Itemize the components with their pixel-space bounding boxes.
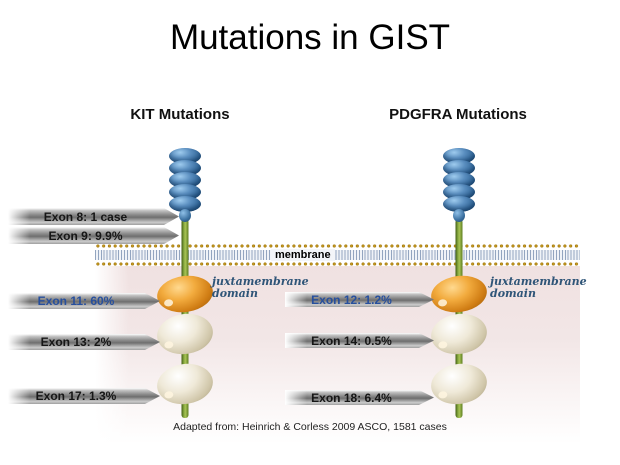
pdgfra-exon14-banner: Exon 14: 0.5% [285,333,434,348]
juxtamembrane-label-line1: juxtamembrane [490,275,587,288]
pdgfra-kinase-domain-1-blob [428,310,490,358]
kit-kinase-domain-2-blob [154,360,216,408]
pdgfra-exon18-banner: Exon 18: 6.4% [285,390,434,405]
kit-kinase-domain-1-blob [154,310,216,358]
juxtamembrane-label-line2: domain [490,287,536,300]
kit-exon9-banner: Exon 9: 9.9% [8,227,179,244]
lipid-head-row-bottom [95,260,580,268]
kit-exon8-banner: Exon 8: 1 case [8,208,179,225]
kit-juxtamembrane-domain-blob [154,272,216,316]
membrane-label: membrane [271,249,335,261]
kit-column-header: KIT Mutations [130,106,230,123]
kit-exon11-banner: Exon 11: 60% [8,293,160,309]
kit-stalk-connector-ball [179,209,191,222]
ig-domain-bead [169,196,201,212]
lipid-head-row-top [95,242,580,250]
ig-domain-bead [443,196,475,212]
kit-exon17-banner: Exon 17: 1.3% [8,388,160,404]
citation-text: Adapted from: Heinrich & Corless 2009 AS… [173,421,447,433]
membrane-bilayer: membrane [95,242,580,268]
pdgfra-juxtamembrane-domain-blob [428,272,490,316]
page-title: Mutations in GIST [169,18,451,57]
pdgfra-receptor [427,148,491,420]
pdgfra-stalk-connector-ball [453,209,465,222]
pdgfra-exon12-banner: Exon 12: 1.2% [285,292,434,307]
juxtamembrane-label-line2: domain [212,287,258,300]
pdgfra-juxtamembrane-label: juxtamembrane domain [490,276,590,300]
kit-receptor [153,148,217,420]
pdgfra-column-header: PDGFRA Mutations [389,106,527,123]
kit-extracellular-ig-domains [169,148,201,212]
kit-juxtamembrane-label: juxtamembrane domain [212,276,312,300]
kit-exon13-banner: Exon 13: 2% [8,334,160,350]
lipid-tails [95,250,580,260]
pdgfra-extracellular-ig-domains [443,148,475,212]
juxtamembrane-label-line1: juxtamembrane [212,275,309,288]
pdgfra-kinase-domain-2-blob [428,360,490,408]
